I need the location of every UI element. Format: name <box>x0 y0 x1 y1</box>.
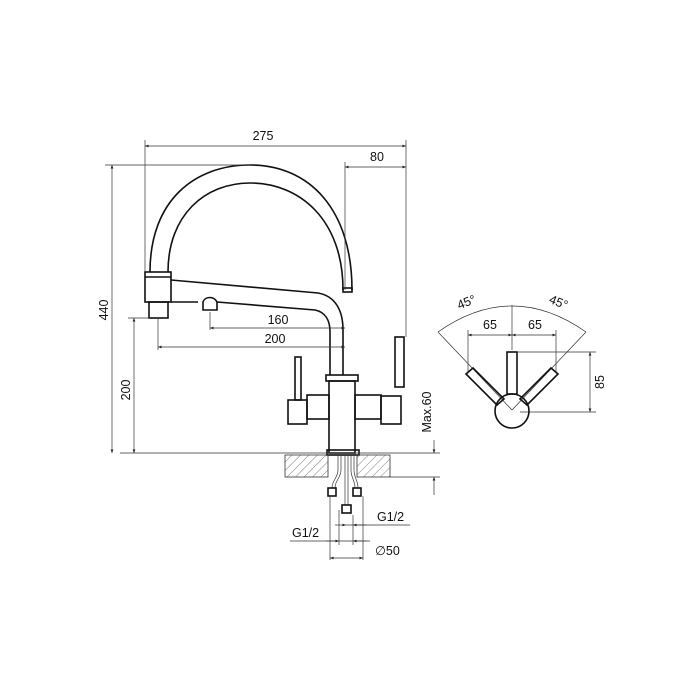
spout-arch-outer <box>149 164 353 291</box>
spout-nozzle <box>148 301 169 319</box>
body-collar <box>325 374 359 382</box>
supply-hoses <box>327 455 362 514</box>
dim-max-thickness: Max.60 <box>420 391 434 432</box>
dim-overall-height: 440 <box>97 300 111 321</box>
base-ring <box>326 449 360 456</box>
dim-offset-right: 65 <box>528 318 542 332</box>
dim-hole-diameter: ∅50 <box>375 544 400 558</box>
right-lever-base <box>380 395 402 425</box>
dim-angle-right: 45° <box>547 292 570 312</box>
right-handle-top <box>518 366 560 407</box>
body-top-circle <box>494 393 530 429</box>
filter-outlet <box>202 296 218 311</box>
hose-fitting-left <box>327 487 337 497</box>
right-valve <box>354 394 382 420</box>
countertop-section <box>120 452 440 478</box>
left-valve <box>306 394 330 420</box>
label-g-left: G1/2 <box>292 526 319 540</box>
dim-handle-length: 85 <box>593 375 607 389</box>
dim-outlet-height: 200 <box>119 380 133 401</box>
hose-fitting-right <box>352 487 362 497</box>
dim-angle-left: 45° <box>455 292 478 312</box>
left-lever-base <box>287 399 308 425</box>
spout-stem-top <box>506 351 518 395</box>
hose-fitting-center <box>341 504 352 514</box>
mixer-body <box>328 380 356 454</box>
dim-reach-main: 200 <box>265 332 286 346</box>
dimension-lines <box>105 140 436 560</box>
spout-body <box>170 279 344 375</box>
dim-overall-width: 275 <box>253 129 274 143</box>
label-g-right: G1/2 <box>377 510 404 524</box>
spout-arch-inner <box>167 182 344 291</box>
arch-collar <box>342 287 353 293</box>
dim-reach-filter: 160 <box>268 313 289 327</box>
left-lever <box>294 356 302 401</box>
faucet-side-view <box>144 164 405 456</box>
left-handle-top <box>464 366 506 407</box>
faucet-top-view <box>437 305 596 429</box>
dim-offset-left: 65 <box>483 318 497 332</box>
dim-spout-offset: 80 <box>370 150 384 164</box>
right-lever <box>394 336 405 388</box>
